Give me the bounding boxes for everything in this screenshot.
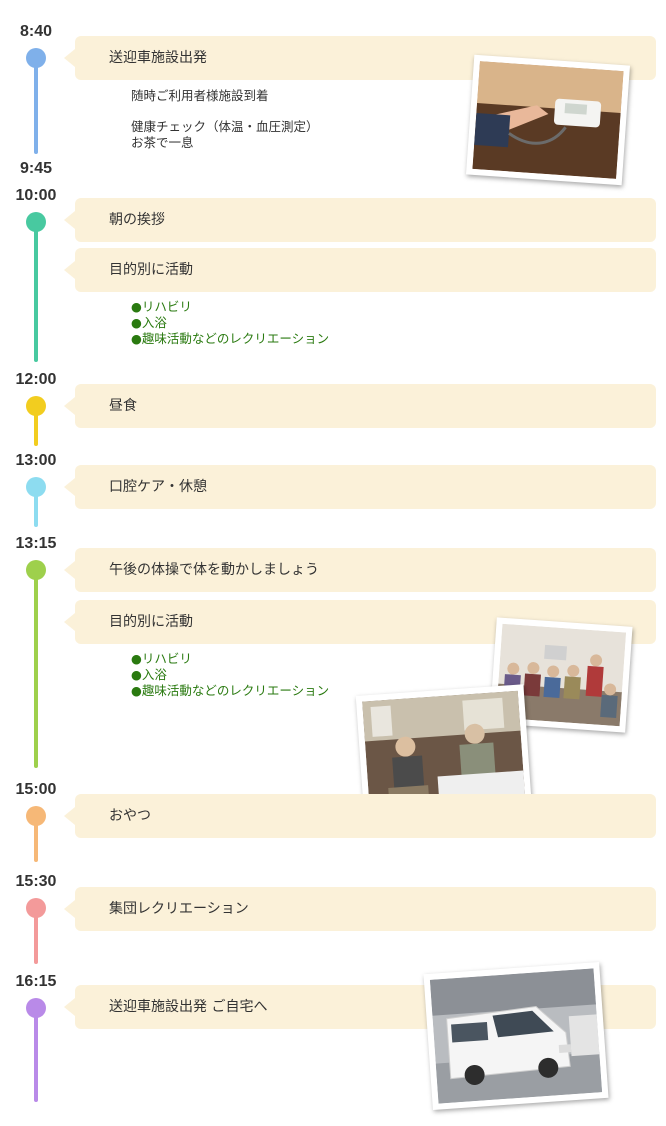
timeline-dot-cyan: [26, 477, 46, 497]
health-notes: 健康チェック（体温・血圧測定） お茶で一息: [131, 119, 319, 151]
event-lunch: 昼食: [64, 384, 656, 428]
timeline-dot-green: [26, 560, 46, 580]
time-1315: 13:15: [15, 535, 57, 552]
event-group-recreation: 集団レクリエーション: [64, 887, 656, 931]
time-0945: 9:45: [19, 160, 53, 177]
timeline-dot-blue: [26, 48, 46, 68]
activity-item-recreation: ●趣味活動などのレクリエーション: [131, 683, 330, 698]
group-session-photo: [489, 617, 633, 733]
timeline-stem-cyan: [34, 491, 38, 527]
timeline-dot-yellow: [26, 396, 46, 416]
timeline-dot-teal: [26, 212, 46, 232]
time-0840: 8:40: [19, 23, 53, 40]
time-1200: 12:00: [15, 371, 57, 388]
timeline-stem-green: [34, 574, 38, 768]
van-photo: [423, 962, 609, 1110]
timeline-stem-purple: [34, 1012, 38, 1102]
blood-pressure-image: [472, 61, 624, 179]
time-1615: 16:15: [15, 973, 57, 990]
health-check-text: 健康チェック（体温・血圧測定）: [131, 119, 319, 134]
event-exercise: 午後の体操で体を動かしましょう: [64, 548, 656, 592]
time-1300: 13:00: [15, 452, 57, 469]
arrival-text: 随時ご利用者様施設到着: [131, 88, 269, 103]
group-session-image: [495, 623, 627, 727]
timeline-stem-blue: [34, 62, 38, 154]
event-activity-morning: 目的別に活動: [64, 248, 656, 292]
activity-list-morning: ●リハビリ ●入浴 ●趣味活動などのレクリエーション: [131, 299, 329, 347]
tea-text: お茶で一息: [131, 135, 194, 150]
timeline-stem-orange: [34, 820, 38, 862]
activity-item-bath: ●入浴: [131, 315, 167, 330]
timeline-stem-yellow: [34, 410, 38, 446]
timeline-dot-purple: [26, 998, 46, 1018]
activity-item-bath: ●入浴: [131, 667, 167, 682]
activity-list-afternoon: ●リハビリ ●入浴 ●趣味活動などのレクリエーション: [131, 651, 329, 699]
event-greeting: 朝の挨拶: [64, 198, 656, 242]
activity-item-rehab: ●リハビリ: [131, 299, 192, 314]
event-oral-care: 口腔ケア・休憩: [64, 465, 656, 509]
blood-pressure-photo: [466, 54, 630, 186]
arrival-note: 随時ご利用者様施設到着: [131, 88, 269, 104]
event-snack: おやつ: [64, 794, 656, 838]
time-1500: 15:00: [15, 781, 57, 798]
activity-item-rehab: ●リハビリ: [131, 651, 192, 666]
timeline-dot-pink: [26, 898, 46, 918]
timeline-stem-teal: [34, 226, 38, 362]
timeline-stem-pink: [34, 912, 38, 964]
activity-item-recreation: ●趣味活動などのレクリエーション: [131, 331, 330, 346]
time-1530: 15:30: [15, 873, 57, 890]
van-image: [429, 968, 603, 1104]
timeline-dot-orange: [26, 806, 46, 826]
time-1000: 10:00: [15, 187, 57, 204]
